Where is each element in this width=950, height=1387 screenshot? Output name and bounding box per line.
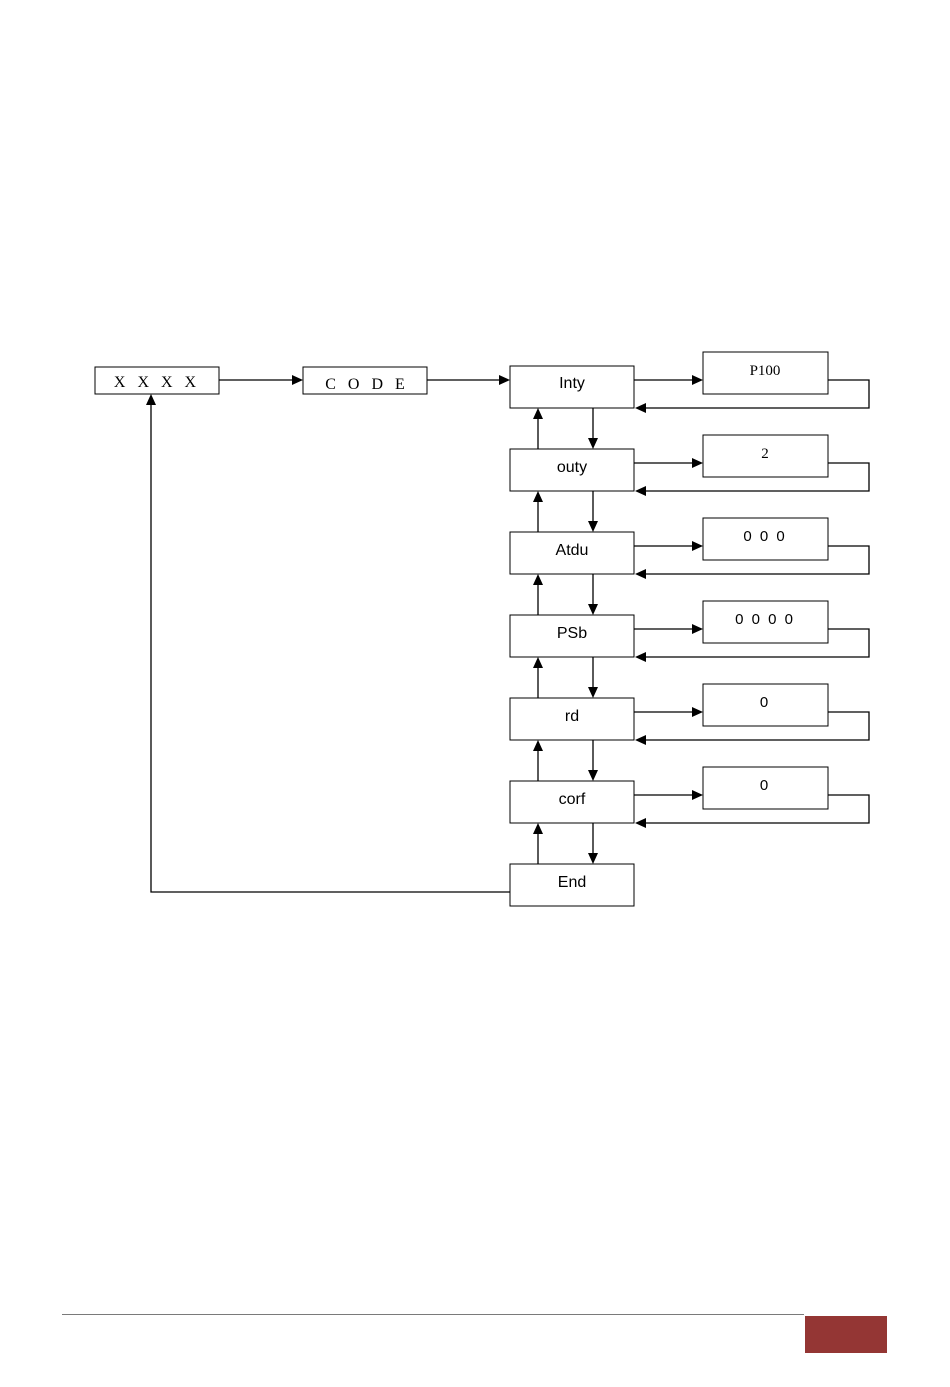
value-label-atdu: 0 0 0 bbox=[743, 528, 786, 545]
menu-to-value-arrowhead bbox=[692, 541, 703, 551]
start-to-code-arrowhead bbox=[292, 375, 303, 385]
menu-label-psb: PSb bbox=[557, 625, 587, 642]
menu-label-rd: rd bbox=[565, 708, 579, 725]
end-box-label: End bbox=[558, 874, 586, 891]
menu-label-corf: corf bbox=[559, 791, 586, 808]
menu-label-outy: outy bbox=[557, 459, 587, 476]
menu-to-value-arrowhead bbox=[692, 790, 703, 800]
value-return-arrowhead bbox=[635, 486, 646, 496]
value-label-corf: 0 bbox=[760, 777, 770, 794]
menu-label-inty: Inty bbox=[559, 375, 585, 392]
code-to-menu-arrowhead bbox=[499, 375, 510, 385]
menu-label-atdu: Atdu bbox=[556, 542, 589, 559]
value-return-arrowhead bbox=[635, 569, 646, 579]
value-label-rd: 0 bbox=[760, 694, 770, 711]
menu-to-value-arrowhead bbox=[692, 458, 703, 468]
value-label-psb: 0 0 0 0 bbox=[735, 611, 795, 628]
menu-item-atdu: Atdu 0 0 0 bbox=[510, 518, 869, 579]
menu-item-outy: outy 2 bbox=[510, 435, 869, 496]
start-box-label: X X X X bbox=[114, 374, 200, 391]
menu-item-psb: PSb 0 0 0 0 bbox=[510, 601, 869, 662]
menu-to-value-arrowhead bbox=[692, 624, 703, 634]
value-return-arrowhead bbox=[635, 652, 646, 662]
footer-rule bbox=[62, 1314, 804, 1315]
menu-item-rd: rd 0 bbox=[510, 684, 869, 745]
value-label-outy: 2 bbox=[761, 446, 769, 462]
menu-item-corf: corf 0 bbox=[510, 767, 869, 828]
footer-accent-block bbox=[805, 1316, 887, 1353]
value-return-arrowhead bbox=[635, 735, 646, 745]
menu-to-value-arrowhead bbox=[692, 375, 703, 385]
end-to-start-arrowhead bbox=[146, 394, 156, 405]
menu-to-value-arrowhead bbox=[692, 707, 703, 717]
menu-item-inty: Inty P100 bbox=[510, 352, 869, 413]
value-label-inty: P100 bbox=[750, 363, 781, 379]
end-to-start-connector bbox=[151, 404, 510, 892]
code-box-label: C O D E bbox=[325, 376, 409, 393]
value-return-arrowhead bbox=[635, 818, 646, 828]
value-return-arrowhead bbox=[635, 403, 646, 413]
